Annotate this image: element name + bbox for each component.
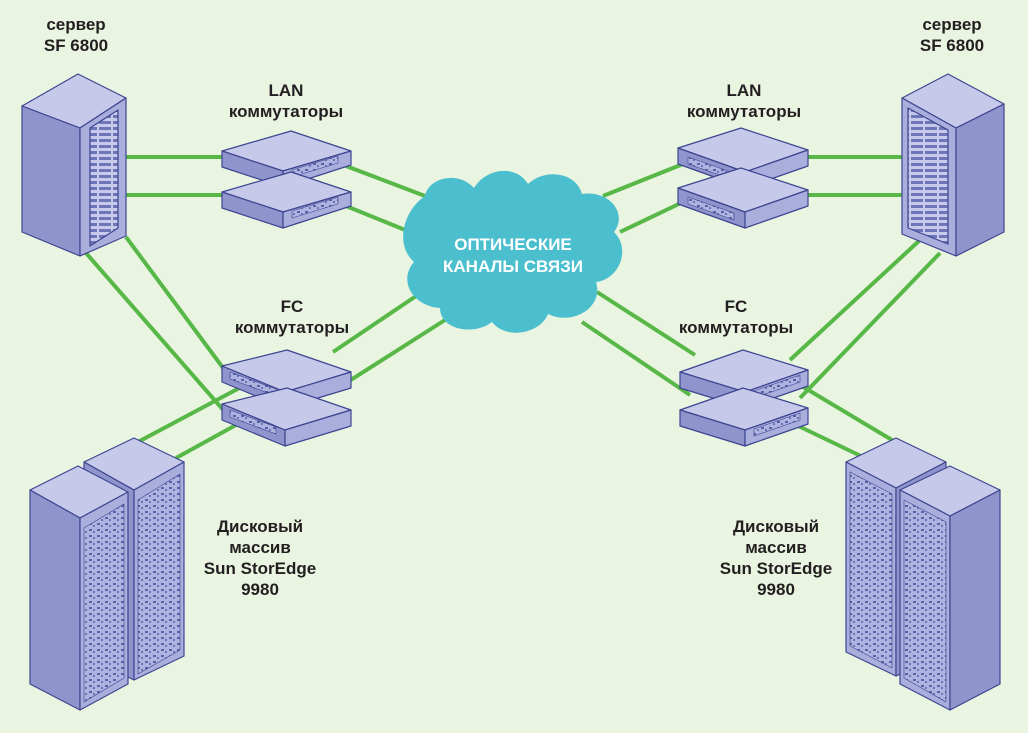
fc-switch-right-2-icon bbox=[679, 387, 809, 447]
fc-left-label-line-2: коммутаторы bbox=[234, 318, 350, 337]
server-right-label-line-1: сервер bbox=[922, 15, 982, 34]
link-cloud-fc-right-2 bbox=[580, 320, 692, 397]
lan-switches-left-label: LAN коммутаторы bbox=[206, 80, 366, 122]
storage-array-right-label: Дисковый массив Sun StorEdge 9980 bbox=[706, 516, 846, 600]
server-left-icon bbox=[21, 73, 127, 257]
link-fc-right-storage-2 bbox=[789, 420, 866, 460]
link-cloud-lan-right-2 bbox=[619, 200, 684, 234]
lan-switches-right-label: LAN коммутаторы bbox=[664, 80, 824, 122]
storage-left-label-line-2: массив bbox=[229, 538, 291, 557]
server-left-label: сервер SF 6800 bbox=[26, 14, 126, 56]
link-server-left-fc-2 bbox=[84, 251, 227, 414]
lan-right-label-line-1: LAN bbox=[726, 81, 762, 100]
link-cloud-fc-left-1 bbox=[331, 288, 427, 354]
link-cloud-fc-left-2 bbox=[333, 318, 447, 392]
storage-right-label-line-1: Дисковый bbox=[732, 517, 820, 536]
server-left-label-line-2: SF 6800 bbox=[43, 36, 109, 55]
link-fc-left-storage-2 bbox=[175, 418, 246, 460]
server-right-icon bbox=[901, 73, 1005, 257]
optical-channels-cloud bbox=[403, 170, 623, 333]
storage-left-label-line-1: Дисковый bbox=[216, 517, 304, 536]
link-cloud-fc-right-1 bbox=[595, 290, 697, 357]
link-fc-right-storage-1 bbox=[798, 383, 894, 442]
cloud-label-line-1: ОПТИЧЕСКИЕ bbox=[454, 235, 572, 254]
server-left-label-line-1: сервер bbox=[46, 15, 106, 34]
link-fc-left-storage-1 bbox=[135, 383, 246, 445]
link-cloud-lan-right-1 bbox=[602, 162, 684, 198]
fc-right-label-line-2: коммутаторы bbox=[678, 318, 794, 337]
lan-left-label-line-1: LAN bbox=[268, 81, 304, 100]
server-right-label-line-2: SF 6800 bbox=[919, 36, 985, 55]
storage-array-right-front-icon bbox=[899, 465, 1001, 711]
connection-lines bbox=[84, 155, 942, 460]
fc-switches-right-label: FC коммутаторы bbox=[656, 296, 816, 338]
link-server-left-fc-1 bbox=[124, 235, 234, 382]
cloud-label-line-2: КАНАЛЫ СВЯЗИ bbox=[443, 257, 583, 276]
lan-right-label-line-2: коммутаторы bbox=[686, 102, 802, 121]
fc-right-label-line-1: FC bbox=[724, 297, 748, 316]
storage-array-left-front-icon bbox=[29, 465, 129, 711]
storage-right-label-line-4: 9980 bbox=[757, 580, 795, 599]
storage-right-label-line-3: Sun StorEdge bbox=[719, 559, 833, 578]
lan-switch-right-2-icon bbox=[677, 167, 809, 229]
cloud-label: ОПТИЧЕСКИЕ КАНАЛЫ СВЯЗИ bbox=[418, 234, 608, 278]
fc-switch-left-2-icon bbox=[221, 387, 352, 447]
server-right-label: сервер SF 6800 bbox=[902, 14, 1002, 56]
storage-right-label-line-2: массив bbox=[745, 538, 807, 557]
lan-switch-left-2-icon bbox=[221, 171, 352, 229]
fc-left-label-line-1: FC bbox=[280, 297, 304, 316]
link-server-right-fc-2 bbox=[798, 251, 942, 400]
link-server-right-fc-1 bbox=[788, 238, 922, 362]
lan-left-label-line-2: коммутаторы bbox=[228, 102, 344, 121]
link-lan-left-1-cloud bbox=[345, 164, 426, 198]
storage-left-label-line-3: Sun StorEdge bbox=[203, 559, 317, 578]
link-lan-left-2-cloud bbox=[345, 204, 411, 234]
storage-left-label-line-4: 9980 bbox=[241, 580, 279, 599]
storage-array-left-label: Дисковый массив Sun StorEdge 9980 bbox=[190, 516, 330, 600]
fc-switches-left-label: FC коммутаторы bbox=[212, 296, 372, 338]
